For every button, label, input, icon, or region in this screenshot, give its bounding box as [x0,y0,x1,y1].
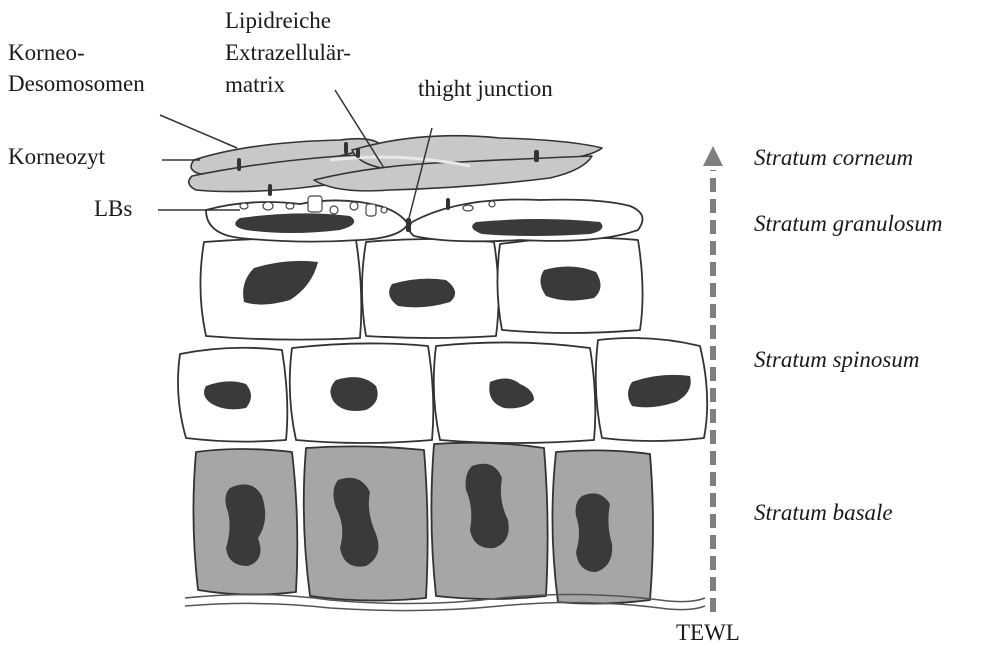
label-lbs: LBs [94,196,132,222]
label-korneo-desmosomen-line1: Korneo- [8,40,85,66]
nucleus [389,279,455,308]
lamellar-body [308,196,322,212]
label-stratum-corneum: Stratum corneum [754,145,913,171]
lamellar-body [489,201,495,207]
tewl-arrow-head-icon [703,146,723,166]
lamellar-body [381,207,387,213]
stratum-corneum [189,136,602,192]
lamellar-body [240,203,248,209]
label-lipid-matrix-line1: Lipidreiche [225,8,331,34]
label-korneo-desmosomen-line2: Desomosomen [8,71,145,97]
lamellar-body [350,202,358,210]
lamellar-body [263,202,273,210]
nucleus [225,484,265,566]
nucleus [540,266,600,300]
corneodesmosome [446,198,450,210]
corneodesmosome [237,158,241,171]
lamellar-body [286,203,294,209]
leader-korneo-desmosomen [160,115,237,148]
nucleus [576,493,613,572]
label-tewl: TEWL [676,620,740,646]
label-tight-junction: thight junction [418,76,553,102]
label-lipid-matrix-line2: Extrazellulär- [225,40,351,66]
corneodesmosome [356,148,360,158]
tight-junction-mark [406,218,411,232]
flat-nucleus [472,219,602,236]
stratum-spinosum-cells [178,338,707,443]
label-stratum-granulosum: Stratum granulosum [754,211,943,237]
corneodesmosome [534,150,539,162]
label-stratum-basale: Stratum basale [754,500,893,526]
corneodesmosome [268,184,272,196]
label-lipid-matrix-line3: matrix [225,72,285,98]
lamellar-body [463,205,473,211]
lamellar-body [366,204,376,216]
label-stratum-spinosum: Stratum spinosum [754,347,920,373]
corneodesmosome [344,142,348,154]
lamellar-body [330,206,338,214]
label-korneozyt: Korneozyt [8,144,105,170]
